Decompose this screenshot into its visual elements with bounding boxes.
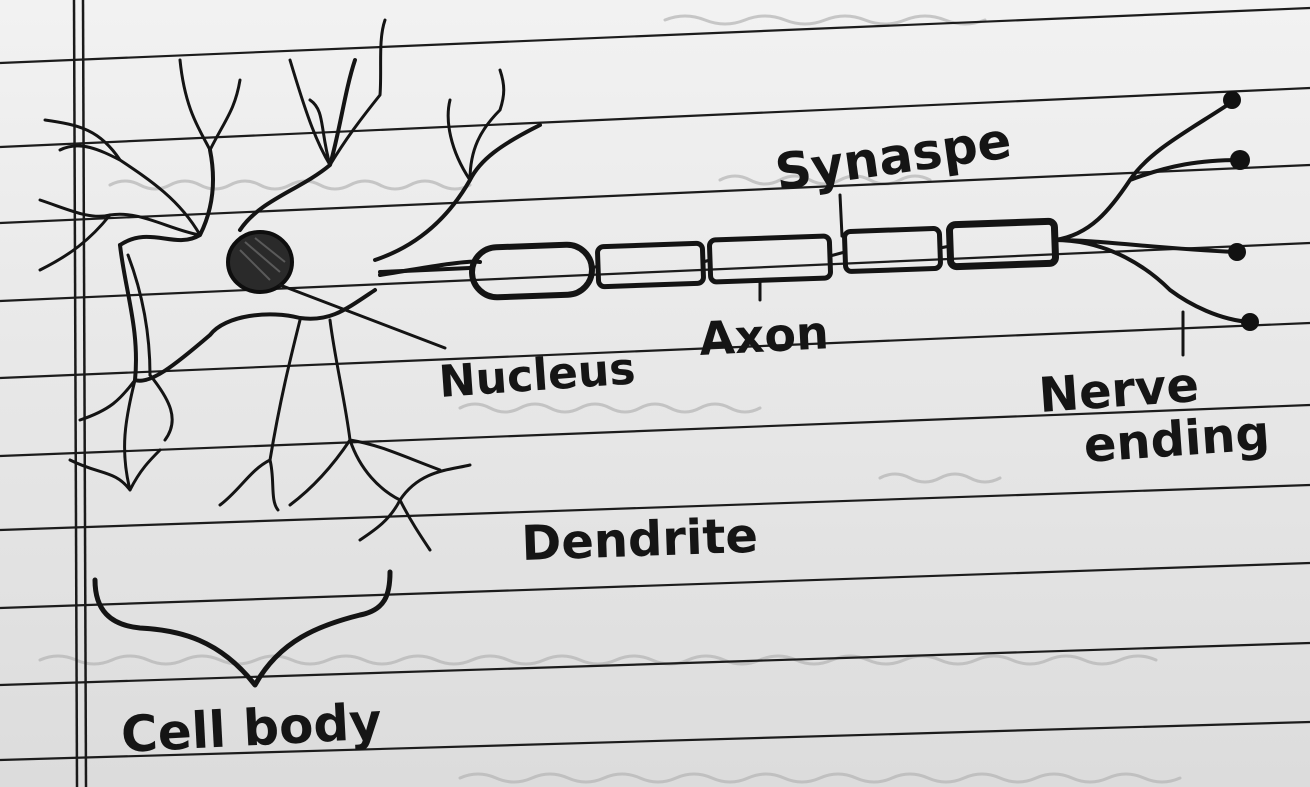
axon-label: Axon	[698, 305, 830, 366]
nerve-ending-label-line2: ending	[1082, 405, 1272, 474]
cell-body-bracket	[95, 572, 390, 685]
nucleus	[228, 232, 292, 292]
neuron-cell-body	[120, 60, 540, 470]
cell-body-label: Cell body	[120, 692, 384, 764]
nerve-ending	[1055, 91, 1259, 331]
margin-lines	[74, 0, 86, 787]
nucleus-label: Nucleus	[437, 343, 637, 408]
synapse-label: Synaspe	[772, 111, 1015, 201]
dendrite-label: Dendrite	[520, 508, 758, 572]
